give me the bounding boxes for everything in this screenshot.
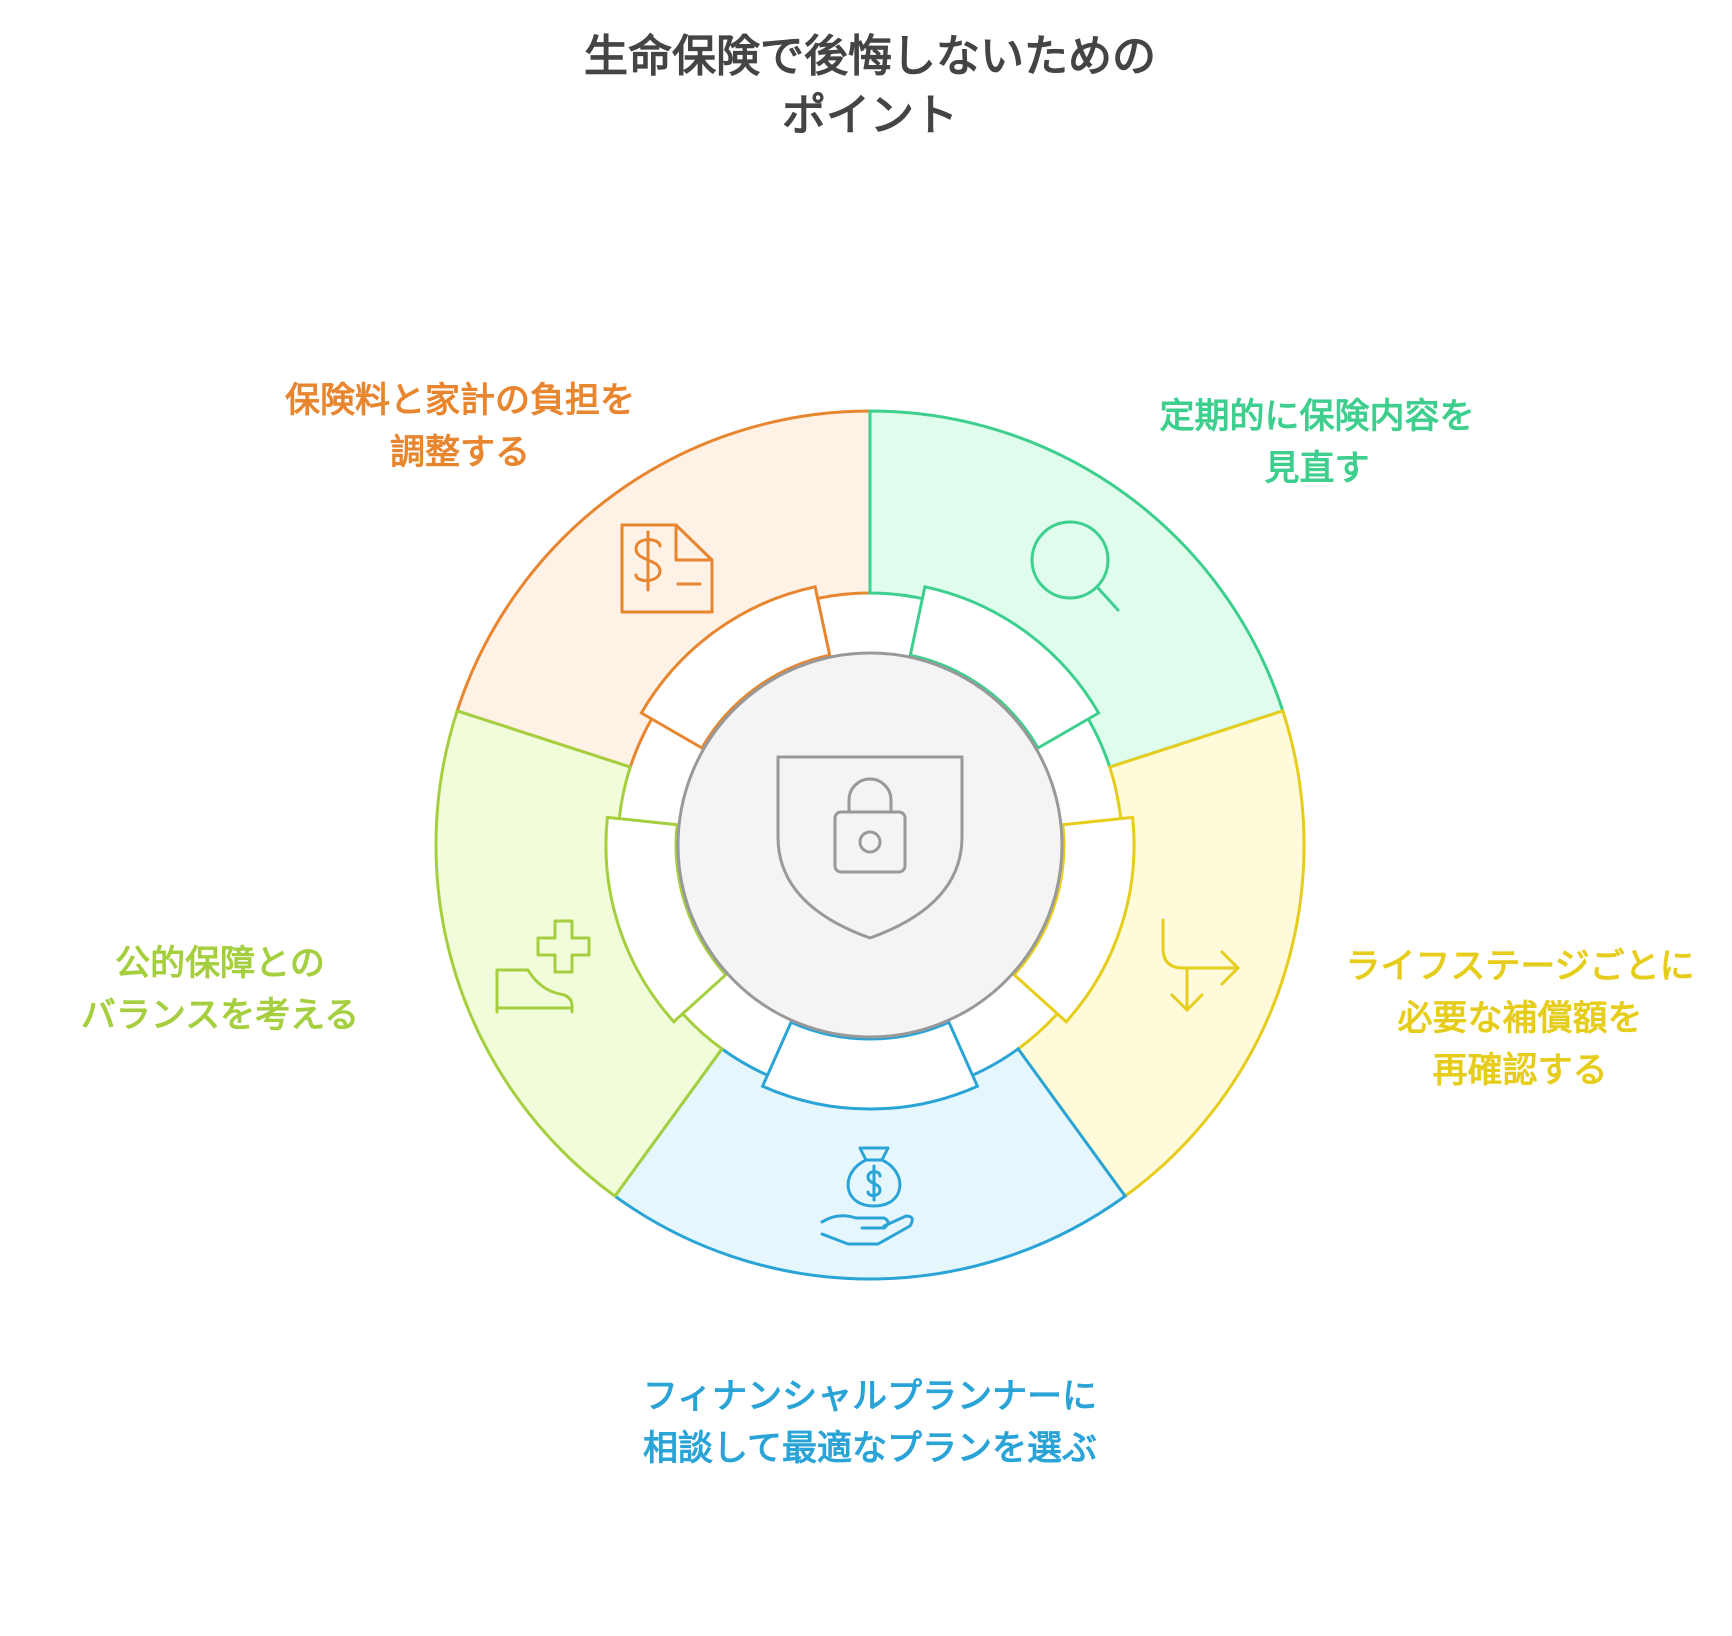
shield-lock-icon xyxy=(776,755,964,940)
title-line-2: ポイント xyxy=(782,90,958,141)
label-adjust-line-1: 保険料と家計の負担を xyxy=(285,381,635,421)
label-lifestage-line-1: ライフステージごとに xyxy=(1345,947,1694,987)
inner-arc-lifestage xyxy=(1012,815,1136,1024)
title-line-1: 生命保険で後悔しないための xyxy=(584,31,1156,82)
label-lifestage-line-3: 再確認する xyxy=(1432,1051,1607,1091)
label-planner-line-2: 相談して最適なプランを選ぶ xyxy=(643,1429,1097,1469)
label-review-line-2: 見直す xyxy=(1264,449,1369,489)
magnifier-icon xyxy=(1030,520,1120,612)
money-bag-hand-icon xyxy=(820,1146,914,1246)
center-circle xyxy=(676,651,1064,1039)
label-public-line-1: 公的保障との xyxy=(115,944,325,984)
inner-arc-planner xyxy=(760,1020,980,1111)
label-public-line-2: バランスを考える xyxy=(81,996,359,1036)
inner-arcs xyxy=(604,585,1136,1111)
hand-plus-icon xyxy=(495,919,591,1014)
label-planner-line-1: フィナンシャルプランナーに xyxy=(643,1377,1097,1417)
label-review-line-1: 定期的に保険内容を xyxy=(1159,397,1474,437)
inner-arc-adjust xyxy=(639,585,832,751)
label-lifestage-line-2: 必要な補償額を xyxy=(1397,999,1642,1039)
label-adjust-line-2: 調整する xyxy=(390,433,530,473)
dollar-document-icon xyxy=(620,523,714,614)
branch-arrow-icon xyxy=(1161,918,1240,1012)
inner-arc-public xyxy=(604,815,728,1024)
inner-arc-review xyxy=(908,585,1101,751)
